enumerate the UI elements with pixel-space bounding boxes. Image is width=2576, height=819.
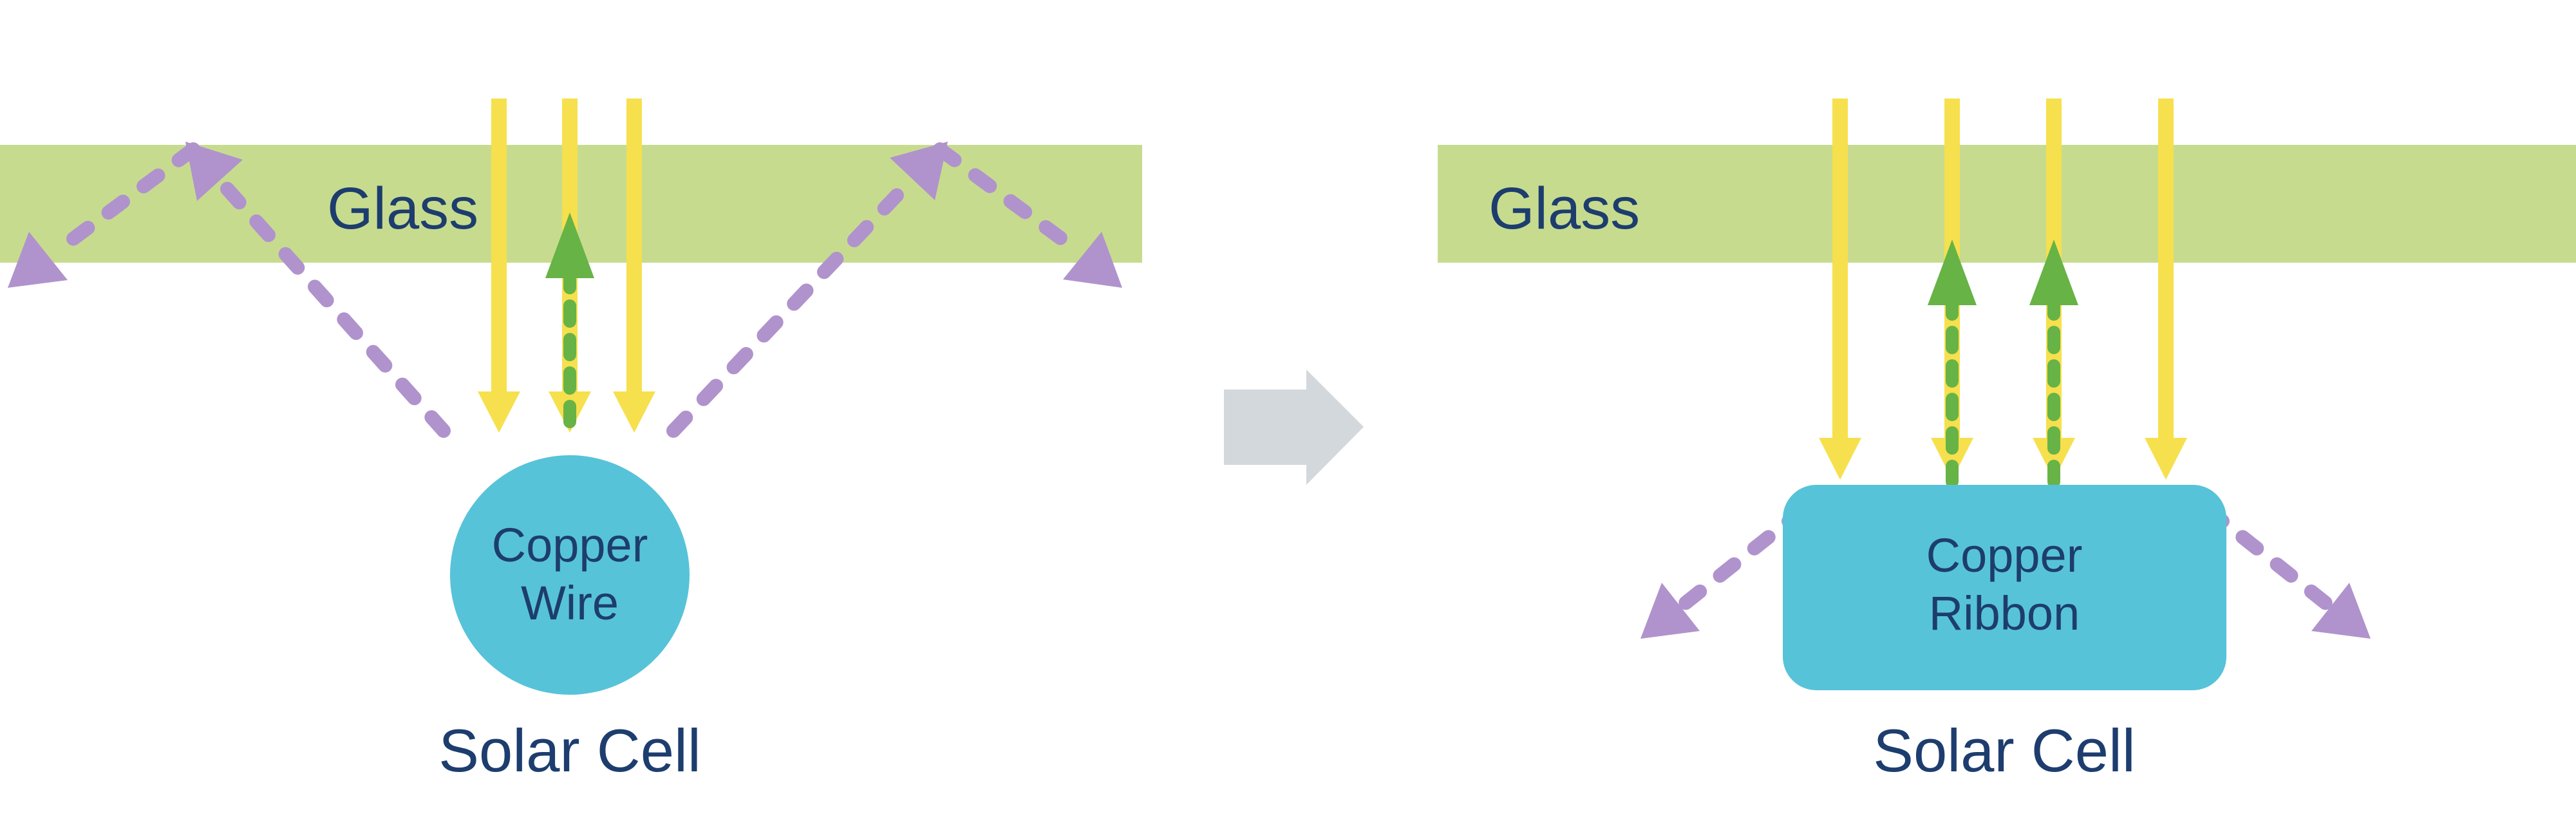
left-diagram: Glass Copper Wire Solar Cell (0, 99, 1142, 784)
lost-light-dashed-segment (212, 173, 451, 438)
lost-light-arrowhead-icon (185, 142, 243, 201)
lost-light-arrowhead-icon (890, 142, 948, 200)
reflected-light-arrowhead-icon (2029, 240, 2078, 305)
lost-light-dashed-segment (666, 172, 919, 438)
reflected-light-arrow (2029, 240, 2078, 488)
captured-light-arrow-right (2201, 503, 2371, 639)
lost-light-arrowhead-icon (8, 232, 68, 288)
copper-ribbon (1783, 485, 2226, 690)
sunlight-arrowhead-icon (1819, 438, 1861, 480)
right-diagram: Glass Copper Ribbon Solar Cell (1438, 99, 2576, 784)
captured-light-dashed-segment (1677, 503, 1810, 611)
solar-cell-label: Solar Cell (1873, 717, 2136, 784)
conductor-label-line2: Wire (521, 576, 619, 630)
captured-light-arrow-left (1641, 503, 1810, 639)
copper-wire (450, 455, 690, 695)
solar-cell-label: Solar Cell (438, 717, 701, 784)
lost-light-path-left (8, 142, 451, 438)
lost-light-arrowhead-icon (1063, 232, 1122, 288)
reflected-light-arrowhead-icon (545, 212, 594, 278)
captured-light-dashed-segment (2201, 503, 2334, 611)
glass-layer (1438, 145, 2576, 263)
transition-arrow-icon (1224, 370, 1364, 485)
sunlight-arrowhead-icon (613, 391, 655, 433)
reflected-light-arrow (545, 212, 594, 428)
lost-light-dashed-segment (50, 142, 200, 258)
captured-light-arrowhead-icon (1641, 583, 1700, 639)
reflected-light-arrow (1928, 240, 1977, 488)
sunlight-arrowhead-icon (1931, 438, 1973, 480)
reflected-light-arrowhead-icon (1928, 240, 1977, 305)
sunlight-arrowhead-icon (2033, 438, 2075, 480)
captured-light-arrowhead-icon (2311, 583, 2371, 639)
conductor-label-line1: Copper (492, 518, 648, 572)
lost-light-path-right (666, 142, 1122, 438)
glass-label: Glass (1489, 176, 1640, 241)
sunlight-arrow (613, 99, 655, 433)
sunlight-arrow (1819, 99, 1861, 480)
glass-label: Glass (327, 176, 478, 241)
sunlight-arrowhead-icon (2145, 438, 2187, 480)
sunlight-arrow (2145, 99, 2187, 480)
sunlight-arrow (478, 99, 520, 433)
conductor-label-line1: Copper (1926, 529, 2083, 582)
sunlight-arrowhead-icon (478, 391, 520, 433)
conductor-label-line2: Ribbon (1929, 587, 2080, 640)
lost-light-dashed-segment (933, 142, 1084, 257)
